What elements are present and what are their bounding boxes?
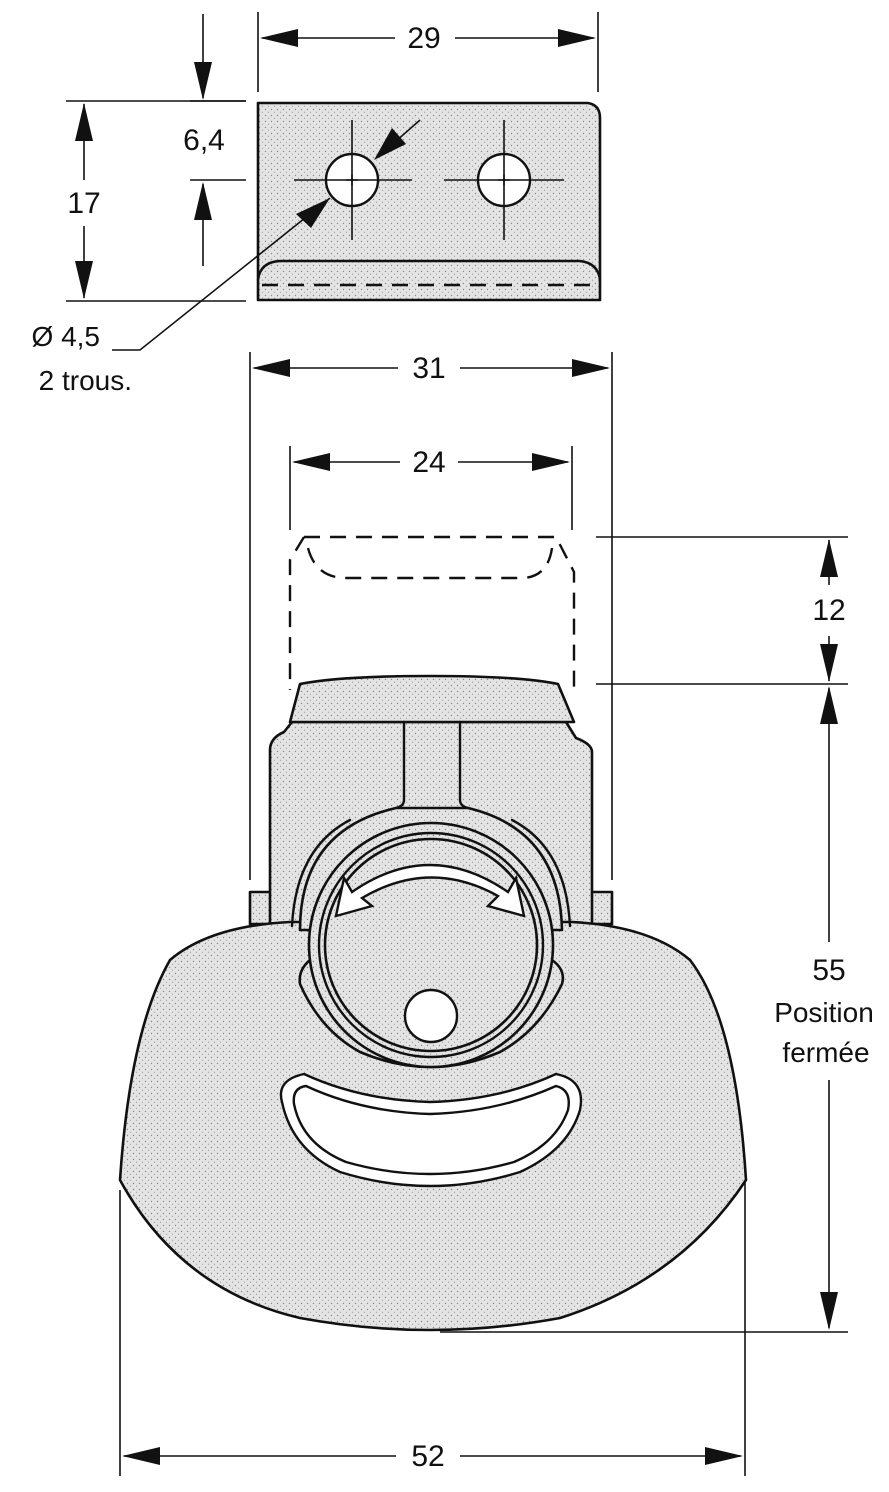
dimension-label-52: 52 [411, 1440, 444, 1473]
knob-inner-ring [317, 831, 545, 1059]
finger-grip-slot [279, 1072, 583, 1188]
dimension-17: 17 [66, 100, 246, 302]
knob-face [323, 837, 539, 1053]
mounting-plate-view [256, 101, 602, 302]
hole-diameter-label: Ø 4,5 [32, 321, 100, 352]
dimension-label-17: 17 [67, 187, 100, 220]
dimension-label-31: 31 [412, 352, 445, 385]
dimension-label-24: 24 [412, 446, 445, 479]
rotation-arrow-icon [334, 863, 526, 918]
dimension-hole-diameter: Ø 4,5 2 trous. [32, 119, 421, 396]
hook-open-position [288, 535, 576, 690]
dimension-label-29: 29 [407, 22, 440, 55]
closed-position-label-line2: fermée [782, 1037, 869, 1068]
dimension-55: 55 Position fermée [440, 686, 874, 1333]
dimension-12: 12 [596, 536, 848, 685]
plate-fold-edge [256, 259, 602, 282]
dimension-label-6-4: 6,4 [183, 124, 225, 157]
dimension-label-55: 55 [812, 954, 845, 987]
dimension-29: 29 [257, 12, 599, 92]
dimension-31: 31 [249, 352, 613, 880]
hook-closed [288, 674, 576, 724]
closed-position-label-line1: Position [774, 997, 874, 1028]
dimension-label-12: 12 [812, 594, 845, 627]
dimension-24: 24 [289, 446, 573, 530]
knob-pin [403, 988, 459, 1044]
dimension-6-4: 6,4 [183, 14, 246, 266]
mounting-plate [256, 101, 602, 302]
rotating-knob [298, 821, 565, 1069]
dimension-52: 52 [119, 1182, 746, 1476]
hole-count-label: 2 trous. [39, 365, 132, 396]
